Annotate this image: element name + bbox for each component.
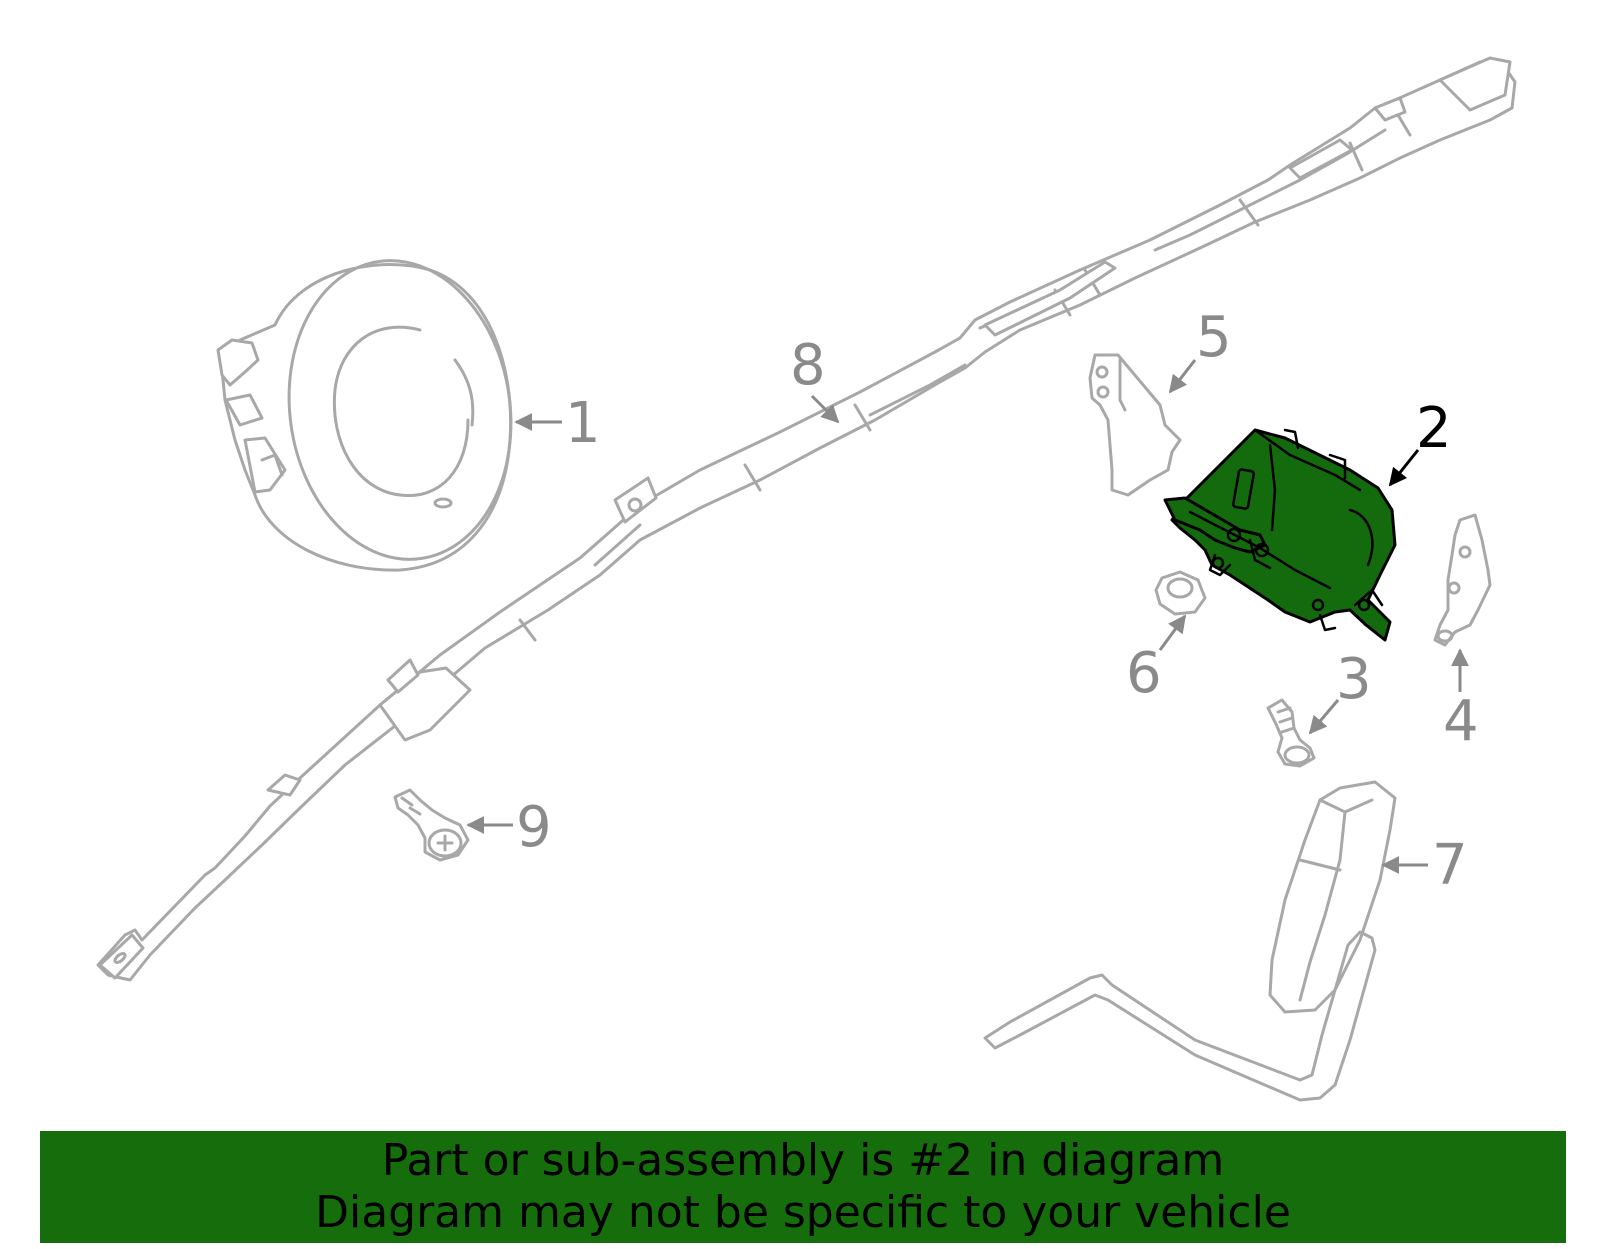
callout-1: 1	[514, 391, 601, 456]
svg-text:4: 4	[1443, 689, 1479, 754]
svg-text:9: 9	[516, 795, 552, 860]
svg-text:3: 3	[1336, 647, 1372, 712]
callout-5: 5	[1168, 305, 1232, 394]
part-1-driver-airbag[interactable]	[216, 246, 530, 574]
callout-2: 2	[1388, 396, 1452, 487]
part-6-nut[interactable]	[1154, 570, 1207, 616]
svg-text:5: 5	[1196, 305, 1232, 370]
part-4-bracket[interactable]	[1433, 513, 1492, 647]
svg-text:8: 8	[790, 333, 826, 398]
svg-text:7: 7	[1432, 833, 1468, 898]
part-2-passenger-airbag[interactable]	[1163, 428, 1397, 642]
callout-8: 8	[790, 333, 840, 424]
info-banner: Part or sub-assembly is #2 in diagram Di…	[40, 1131, 1566, 1243]
banner-line-part-number: Part or sub-assembly is #2 in diagram	[381, 1135, 1225, 1186]
part-8-curtain-airbag[interactable]	[96, 56, 1517, 982]
svg-text:2: 2	[1416, 396, 1452, 461]
svg-text:1: 1	[565, 391, 601, 456]
part-7-knee-airbag[interactable]	[983, 780, 1397, 1102]
callout-7: 7	[1381, 833, 1468, 898]
part-9-screw[interactable]	[393, 788, 470, 862]
callout-3: 3	[1308, 647, 1372, 735]
callout-4: 4	[1443, 648, 1479, 754]
callout-9: 9	[466, 795, 552, 860]
svg-text:6: 6	[1126, 641, 1162, 706]
banner-line-disclaimer: Diagram may not be specific to your vehi…	[315, 1187, 1291, 1238]
callout-6: 6	[1126, 614, 1187, 706]
part-5-bracket[interactable]	[1088, 353, 1182, 497]
part-3-bolt[interactable]	[1266, 698, 1316, 768]
